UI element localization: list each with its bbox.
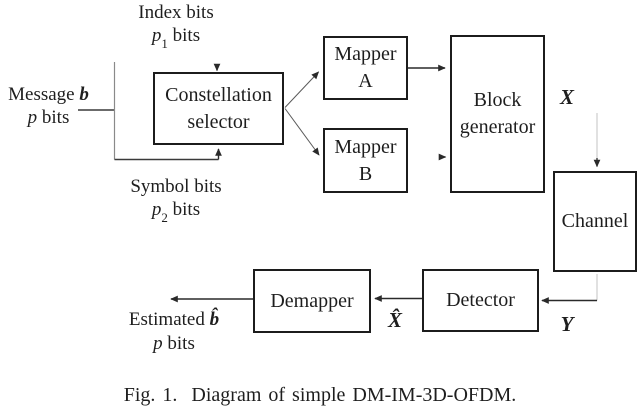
block-constellation-selector: Constellation selector bbox=[153, 72, 284, 145]
block-label: Detector bbox=[446, 289, 515, 311]
block-channel: Channel bbox=[553, 171, 637, 272]
label-line: Message b bbox=[0, 83, 97, 106]
label-text: Message bbox=[8, 84, 80, 105]
label-text: Estimated bbox=[128, 309, 210, 330]
label-signal-x-hat: X̂ bbox=[387, 308, 402, 332]
block-label: Mapper bbox=[334, 43, 397, 65]
label-signal-y: Y bbox=[560, 312, 574, 336]
label-signal-x: X bbox=[559, 85, 574, 109]
figure-caption: Fig. 1. Diagram of simple DM-IM-3D-OFDM. bbox=[123, 384, 517, 406]
block-label: A bbox=[358, 70, 373, 92]
label-line: Index bits bbox=[112, 1, 240, 24]
label-line: Symbol bits bbox=[112, 175, 240, 198]
block-detector: Detector bbox=[422, 269, 539, 332]
block-demapper: Demapper bbox=[253, 269, 371, 333]
block-label: generator bbox=[459, 116, 536, 138]
label-text: bits bbox=[162, 333, 195, 354]
math-var: p bbox=[153, 333, 163, 354]
label-line: p1 bits bbox=[112, 24, 240, 53]
block-label: Demapper bbox=[270, 289, 354, 312]
block-mapper-a: Mapper A bbox=[323, 36, 408, 100]
block-mapper-b: Mapper B bbox=[323, 128, 408, 193]
math-subscript: 1 bbox=[161, 35, 168, 51]
math-var: b̂ bbox=[209, 309, 220, 330]
block-block-generator: Block generator bbox=[450, 35, 545, 193]
math-var: b bbox=[79, 84, 89, 105]
label-text: bits bbox=[37, 107, 70, 128]
label-text: Index bits bbox=[138, 2, 214, 23]
block-label: selector bbox=[187, 110, 250, 133]
label-line: p bits bbox=[110, 332, 238, 356]
math-var: p bbox=[151, 199, 162, 220]
label-message-bits: Message b p bits bbox=[0, 83, 97, 129]
math-subscript: 2 bbox=[161, 209, 168, 225]
label-text: Symbol bits bbox=[130, 176, 222, 197]
block-label: Constellation bbox=[165, 83, 272, 106]
label-text: bits bbox=[167, 25, 201, 46]
block-label: B bbox=[358, 162, 373, 185]
label-text: bits bbox=[167, 199, 201, 220]
label-line: Estimated b̂ bbox=[110, 308, 238, 332]
block-label: Mapper bbox=[334, 135, 397, 158]
label-symbol-bits: Symbol bits p2 bits bbox=[112, 175, 240, 227]
block-label: Block bbox=[473, 89, 522, 111]
block-label: Channel bbox=[561, 210, 629, 232]
wire-selector-to-mapper-b bbox=[284, 108, 320, 156]
label-estimated-bits: Estimated b̂ p bits bbox=[110, 308, 238, 356]
math-var: p bbox=[151, 25, 162, 46]
label-line: p bits bbox=[0, 106, 97, 129]
wire-selector-to-mapper-a bbox=[284, 71, 320, 108]
label-line: p2 bits bbox=[112, 198, 240, 227]
math-var: p bbox=[27, 107, 38, 128]
label-index-bits: Index bits p1 bits bbox=[112, 1, 240, 53]
